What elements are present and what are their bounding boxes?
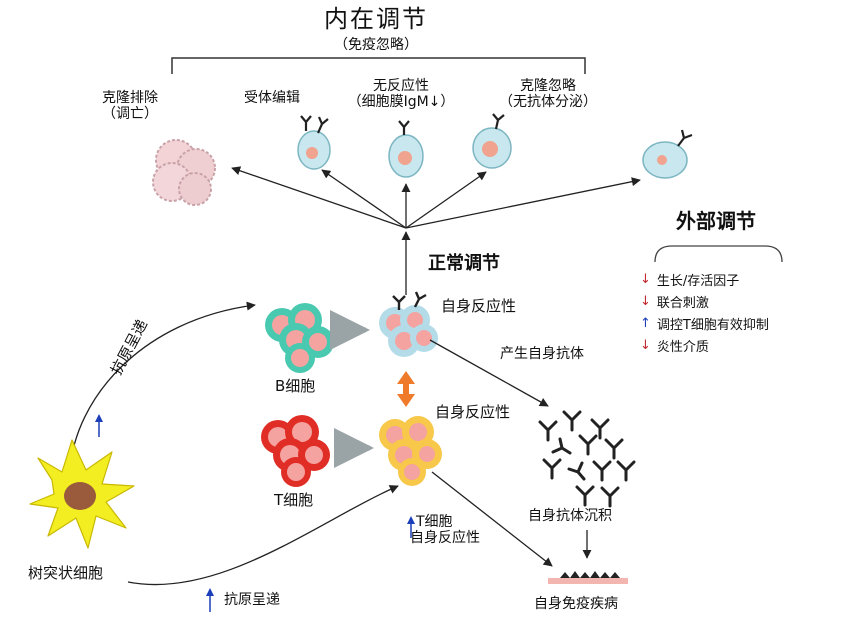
antigen-presentation-lower: 抗原呈递: [224, 592, 280, 608]
outcome-anergy: 无反应性 （细胞膜IgM↓）: [348, 78, 455, 110]
antibody-cluster: [538, 410, 636, 508]
receptor-edited-cell: [297, 115, 331, 170]
outcome-line1: 克隆排除: [102, 90, 158, 106]
extrinsic-title: 外部调节: [676, 209, 756, 233]
indicator-arrows: [95, 414, 415, 612]
t-autoreactive-label: 自身反应性: [435, 403, 511, 421]
extrinsic-item-label: 生长/存活因子: [656, 274, 740, 289]
extrinsic-bracket: [654, 245, 783, 263]
down-arrow-icon: ↓: [640, 338, 651, 353]
up-arrow-icon: ↑: [640, 316, 651, 331]
t-cell-label: T细胞: [274, 491, 314, 509]
extrinsic-item-label: 调控T细胞有效抑制: [656, 318, 769, 333]
disease-arrows: [429, 339, 592, 567]
tissue-deposit: [548, 571, 628, 584]
autoimmune-disease-label: 自身免疫疾病: [534, 596, 618, 612]
extrinsic-cell: [642, 129, 693, 179]
anergic-cell: [388, 120, 424, 178]
extrinsic-item: ↓ 炎性介质: [640, 336, 709, 355]
extrinsic-item-label: 联合刺激: [656, 296, 709, 311]
produce-autoantibody-label: 产生自身抗体: [500, 346, 584, 362]
apoptotic-cells: [152, 139, 216, 206]
extrinsic-item: ↓ 生长/存活因子: [640, 270, 739, 289]
b-t-double-arrow: [397, 371, 415, 407]
grey-arrows: [330, 310, 374, 468]
antigen-curves: [69, 301, 399, 586]
down-arrow-icon: ↓: [640, 294, 651, 309]
extrinsic-item-label: 炎性介质: [656, 340, 709, 355]
intrinsic-bracket: [171, 57, 586, 74]
dendritic-cell: [29, 439, 135, 549]
note-line1: T细胞: [416, 514, 453, 530]
t-cell-cluster: [261, 415, 330, 487]
autoantibody-deposit-label: 自身抗体沉积: [528, 508, 612, 524]
note-line2: 自身反应性: [410, 530, 480, 547]
extrinsic-item: ↓ 联合刺激: [640, 292, 709, 311]
outcome-line1: 克隆忽略: [520, 78, 576, 94]
autoreactive-b-cluster: [379, 291, 438, 357]
ignored-cell: [472, 113, 512, 169]
intrinsic-subtitle: （免疫忽略）: [334, 37, 418, 53]
fan-arrows: [231, 166, 641, 295]
normal-regulation-label: 正常调节: [428, 253, 500, 274]
b-autoreactive-label: 自身反应性: [441, 297, 517, 315]
outcome-receptor-editing: 受体编辑: [244, 90, 300, 106]
outcome-line1: 无反应性: [372, 78, 429, 94]
outcome-line1: 受体编辑: [244, 90, 300, 106]
down-arrow-icon: ↓: [640, 272, 651, 287]
dendritic-cell-label: 树突状细胞: [28, 564, 104, 582]
outcome-clonal-ignorance: 克隆忽略 （无抗体分泌）: [499, 78, 597, 110]
b-cell-cluster: [265, 303, 334, 373]
outcome-line2: （调亡）: [102, 106, 158, 123]
t-cell-autoreactive-note: T细胞 自身反应性: [410, 514, 480, 546]
autoreactive-t-cluster: [379, 416, 442, 486]
outcome-line2: （无抗体分泌）: [499, 94, 597, 111]
outcome-clonal-deletion: 克隆排除 （调亡）: [102, 90, 158, 122]
intrinsic-title: 内在调节: [324, 5, 428, 33]
b-cell-label: B细胞: [275, 377, 316, 395]
extrinsic-item: ↑ 调控T细胞有效抑制: [640, 314, 769, 333]
outcome-line2: （细胞膜IgM↓）: [347, 94, 455, 111]
